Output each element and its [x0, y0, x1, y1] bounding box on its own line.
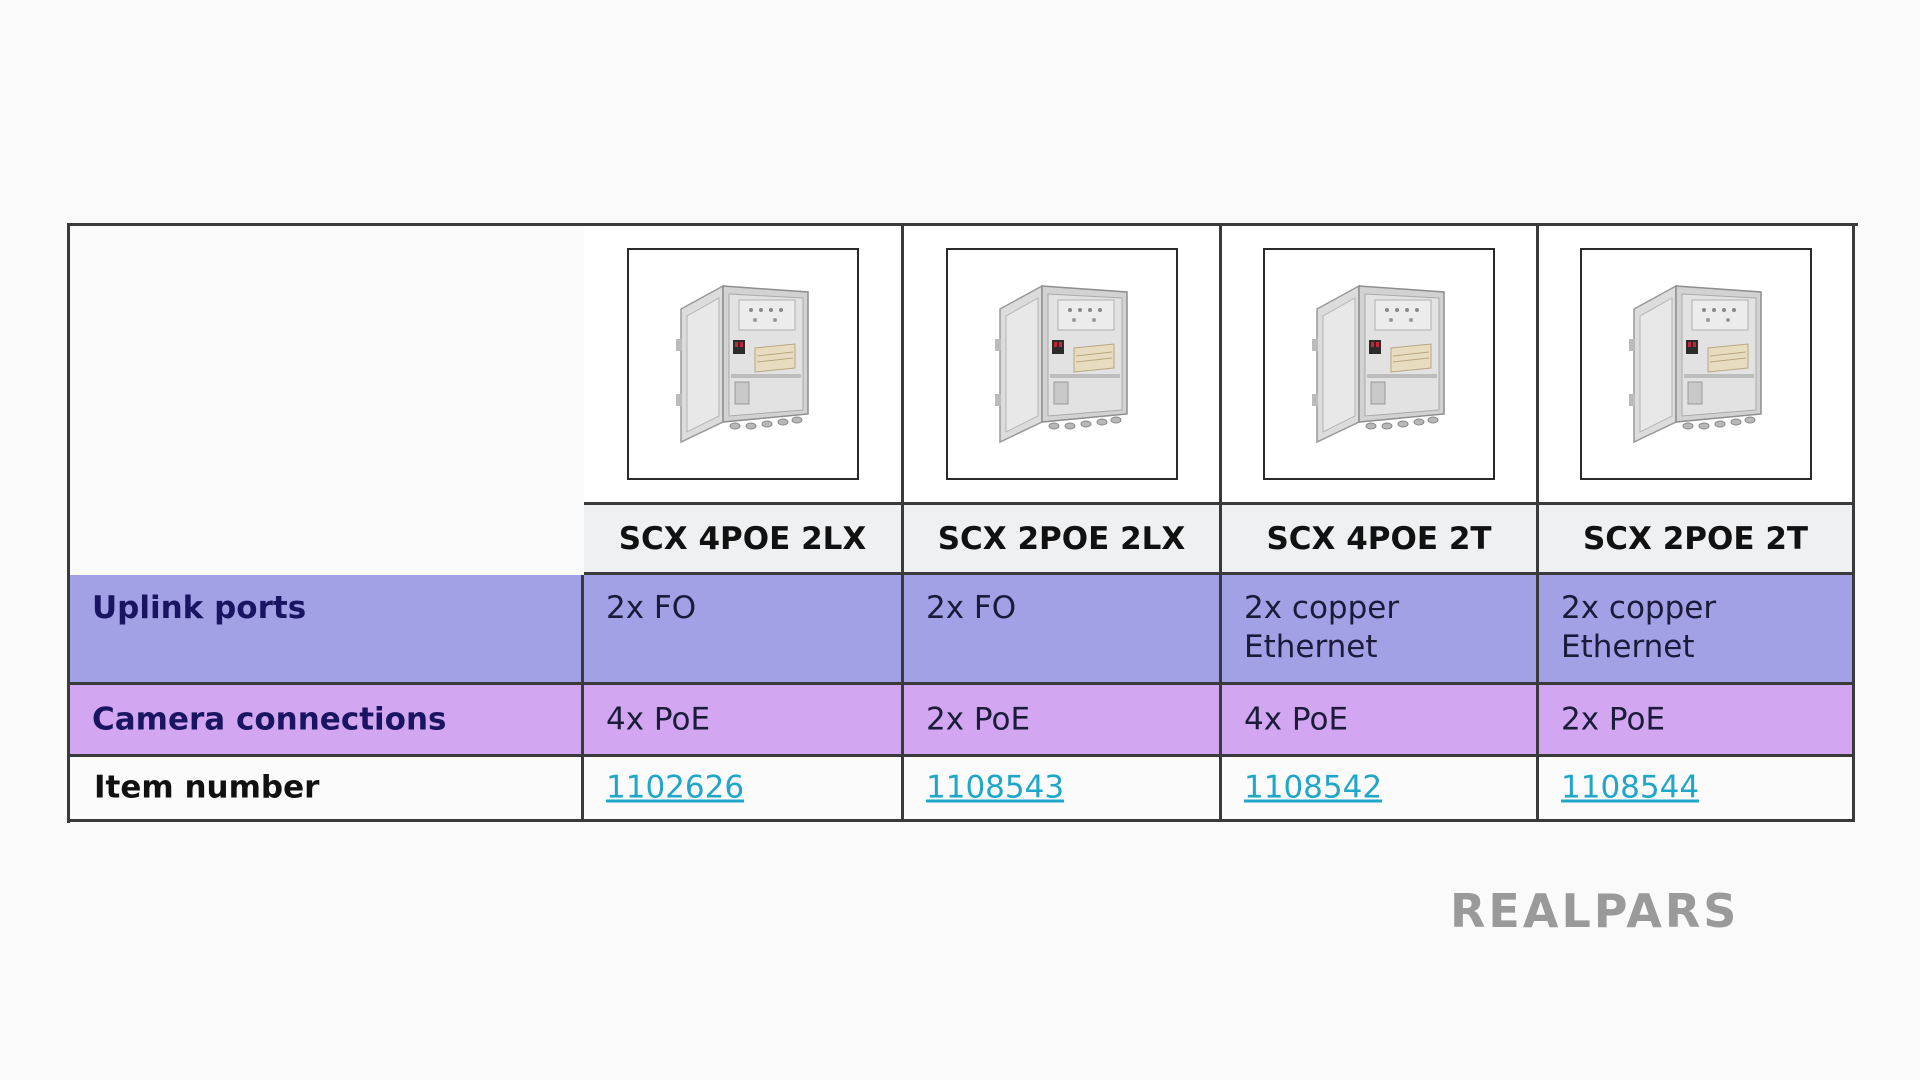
enclosure-photo-icon	[643, 264, 843, 464]
product-image-cell	[1539, 226, 1855, 505]
item-cell: 1108543	[904, 757, 1222, 822]
uplink-cell: 2x copper Ethernet	[1539, 575, 1855, 685]
item-cell: 1102626	[584, 757, 904, 822]
camera-cell: 2x PoE	[904, 685, 1222, 757]
row-label-uplink: Uplink ports	[67, 575, 584, 685]
camera-value: 2x PoE	[1561, 701, 1666, 737]
uplink-value: 2x FO	[606, 590, 697, 626]
uplink-value: 2x copper Ethernet	[1244, 590, 1400, 665]
product-photo	[626, 248, 859, 480]
item-cell: 1108544	[1539, 757, 1855, 822]
camera-cell: 4x PoE	[1222, 685, 1539, 757]
row-label-text: Camera connections	[92, 701, 447, 737]
uplink-cell: 2x copper Ethernet	[1222, 575, 1539, 685]
camera-cell: 2x PoE	[1539, 685, 1855, 757]
uplink-value: 2x copper Ethernet	[1561, 590, 1717, 665]
table-corner	[70, 226, 584, 505]
item-number-link[interactable]: 1102626	[606, 769, 745, 806]
uplink-value: 2x FO	[926, 590, 1017, 626]
item-cell: 1108542	[1222, 757, 1539, 822]
row-label-camera: Camera connections	[67, 685, 584, 757]
product-photo	[1579, 248, 1812, 480]
item-number-link[interactable]: 1108542	[1244, 769, 1383, 806]
item-number-link[interactable]: 1108543	[926, 769, 1065, 806]
product-name: SCX 2POE 2T	[1539, 505, 1855, 575]
product-name: SCX 4POE 2T	[1222, 505, 1539, 575]
row-label-item: Item number	[67, 757, 584, 822]
row-label-text: Item number	[94, 769, 320, 806]
uplink-cell: 2x FO	[904, 575, 1222, 685]
uplink-cell: 2x FO	[584, 575, 904, 685]
row-label-text: Uplink ports	[92, 590, 307, 626]
table-blank	[70, 505, 584, 575]
comparison-table: SCX 4POE 2LX SCX 2POE 2LX SCX 4POE 2T SC…	[67, 223, 1858, 823]
product-name: SCX 4POE 2LX	[584, 505, 904, 575]
enclosure-photo-icon	[962, 264, 1162, 464]
product-image-cell	[904, 226, 1222, 505]
product-photo	[1263, 248, 1495, 480]
camera-value: 4x PoE	[1244, 701, 1349, 737]
product-image-cell	[584, 226, 904, 505]
camera-value: 2x PoE	[926, 701, 1031, 737]
product-photo	[945, 248, 1178, 480]
realpars-logo: REALPARS	[1450, 884, 1740, 938]
enclosure-photo-icon	[1596, 264, 1796, 464]
product-name: SCX 2POE 2LX	[904, 505, 1222, 575]
enclosure-photo-icon	[1279, 264, 1479, 464]
camera-value: 4x PoE	[606, 701, 711, 737]
camera-cell: 4x PoE	[584, 685, 904, 757]
product-image-cell	[1222, 226, 1539, 505]
item-number-link[interactable]: 1108544	[1561, 769, 1700, 806]
